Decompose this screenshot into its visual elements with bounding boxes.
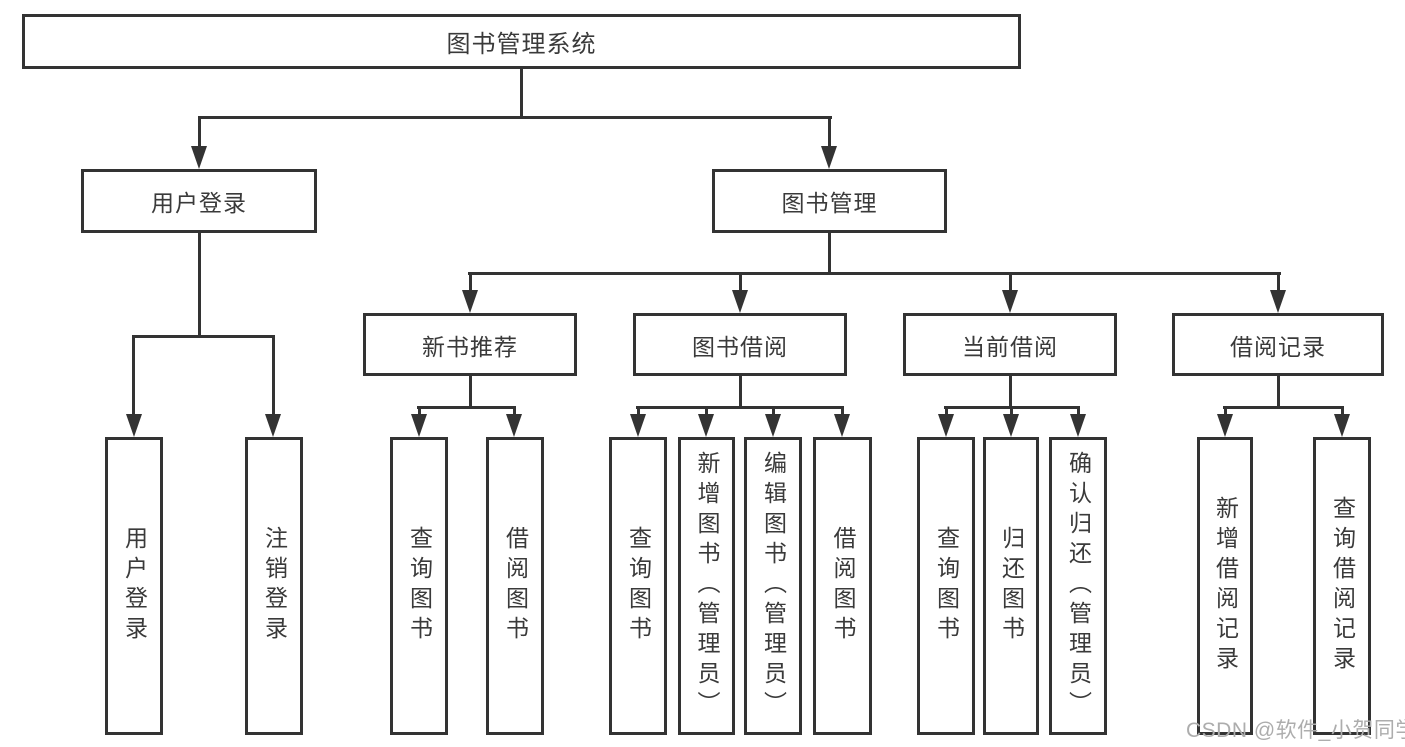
node-leaf-logout: 注销登录 bbox=[245, 437, 303, 735]
arrow-down-icon bbox=[126, 414, 142, 437]
node-borrowing-records: 借阅记录 bbox=[1172, 313, 1384, 376]
edge-level3-branch bbox=[468, 272, 1281, 275]
node-leaf-borrow-books-borrowing: 借阅图书 bbox=[813, 437, 872, 735]
edge-borrowing-stem bbox=[739, 375, 742, 407]
edge-leaf-drop bbox=[132, 337, 135, 416]
node-leaf-add-books-admin: 新增图书（管理员） bbox=[678, 437, 735, 735]
arrow-down-icon bbox=[265, 414, 281, 437]
edge-level3-drop bbox=[469, 274, 472, 292]
node-book-management: 图书管理 bbox=[712, 169, 947, 233]
edge-leaf-drop bbox=[1010, 406, 1013, 416]
leaf-label: 借阅图书 bbox=[830, 526, 856, 646]
edge-level2-branch bbox=[198, 116, 832, 119]
arrow-down-icon bbox=[938, 414, 954, 437]
arrow-down-icon bbox=[411, 414, 427, 437]
edge-current-stem bbox=[1009, 375, 1012, 407]
leaf-label: 编辑图书（管理员） bbox=[760, 451, 787, 721]
arrow-down-icon bbox=[1070, 414, 1086, 437]
leaf-label: 查询图书 bbox=[625, 526, 652, 646]
node-leaf-edit-books-admin: 编辑图书（管理员） bbox=[744, 437, 802, 735]
node-new-book-recommendation: 新书推荐 bbox=[363, 313, 577, 376]
edge-user-login-stem bbox=[198, 232, 201, 337]
node-leaf-user-login: 用户登录 bbox=[105, 437, 163, 735]
edge-leaf-drop bbox=[772, 406, 775, 416]
edge-leaf-drop bbox=[841, 406, 844, 416]
arrow-down-icon bbox=[698, 414, 714, 437]
arrow-down-icon bbox=[1334, 414, 1350, 437]
leaf-label: 确认归还（管理员） bbox=[1065, 451, 1092, 721]
edge-user-login-drop bbox=[198, 118, 201, 148]
arrow-down-icon bbox=[1002, 290, 1018, 313]
edge-level3-drop bbox=[1009, 274, 1012, 292]
edge-user-login-branch bbox=[132, 335, 275, 338]
arrow-down-icon bbox=[1217, 414, 1233, 437]
edge-book-management-stem bbox=[828, 232, 831, 274]
csdn-watermark: CSDN @软件_小贺同学 bbox=[1186, 719, 1405, 742]
leaf-label: 用户登录 bbox=[121, 526, 148, 646]
edge-leaf-drop bbox=[272, 337, 275, 416]
node-leaf-query-books-recommend: 查询图书 bbox=[390, 437, 448, 735]
edge-leaf-drop bbox=[1341, 406, 1344, 416]
edge-leaf-drop bbox=[945, 406, 948, 416]
arrow-down-icon bbox=[630, 414, 646, 437]
edge-records-stem bbox=[1277, 375, 1280, 407]
arrow-down-icon bbox=[191, 146, 207, 169]
leaf-label: 查询图书 bbox=[406, 526, 433, 646]
leaf-label: 新增图书（管理员） bbox=[694, 451, 720, 721]
leaf-label: 查询借阅记录 bbox=[1329, 496, 1356, 676]
node-user-login: 用户登录 bbox=[81, 169, 317, 233]
edge-leaf-drop bbox=[637, 406, 640, 416]
node-current-borrowing: 当前借阅 bbox=[903, 313, 1117, 376]
edge-leaf-drop bbox=[513, 406, 516, 416]
leaf-label: 注销登录 bbox=[261, 526, 288, 646]
edge-recommend-stem bbox=[469, 375, 472, 407]
arrow-down-icon bbox=[1270, 290, 1286, 313]
edge-book-management-drop bbox=[828, 118, 831, 148]
node-leaf-query-books-current: 查询图书 bbox=[917, 437, 975, 735]
edge-leaf-drop bbox=[1224, 406, 1227, 416]
edge-borrowing-branch bbox=[636, 406, 844, 409]
node-leaf-borrow-books-recommend: 借阅图书 bbox=[486, 437, 544, 735]
edge-leaf-drop bbox=[1077, 406, 1080, 416]
node-leaf-return-books: 归还图书 bbox=[983, 437, 1039, 735]
arrow-down-icon bbox=[765, 414, 781, 437]
edge-level3-drop bbox=[739, 274, 742, 292]
arrow-down-icon bbox=[834, 414, 850, 437]
node-leaf-confirm-return-admin: 确认归还（管理员） bbox=[1049, 437, 1107, 735]
node-leaf-query-borrow-record: 查询借阅记录 bbox=[1313, 437, 1371, 735]
edge-leaf-drop bbox=[418, 406, 421, 416]
arrow-down-icon bbox=[506, 414, 522, 437]
edge-leaf-drop bbox=[705, 406, 708, 416]
leaf-label: 归还图书 bbox=[998, 526, 1025, 646]
arrow-down-icon bbox=[1003, 414, 1019, 437]
arrow-down-icon bbox=[732, 290, 748, 313]
edge-level3-drop bbox=[1277, 274, 1280, 292]
node-book-borrowing: 图书借阅 bbox=[633, 313, 847, 376]
node-library-management-system: 图书管理系统 bbox=[22, 14, 1021, 69]
edge-root-stem bbox=[520, 68, 523, 118]
arrow-down-icon bbox=[821, 146, 837, 169]
node-leaf-add-borrow-record: 新增借阅记录 bbox=[1197, 437, 1253, 735]
node-leaf-query-books-borrowing: 查询图书 bbox=[609, 437, 667, 735]
arrow-down-icon bbox=[462, 290, 478, 313]
edge-records-branch bbox=[1223, 406, 1344, 409]
leaf-label: 借阅图书 bbox=[502, 526, 529, 646]
edge-recommend-branch bbox=[417, 406, 516, 409]
leaf-label: 新增借阅记录 bbox=[1212, 496, 1239, 676]
leaf-label: 查询图书 bbox=[933, 526, 960, 646]
